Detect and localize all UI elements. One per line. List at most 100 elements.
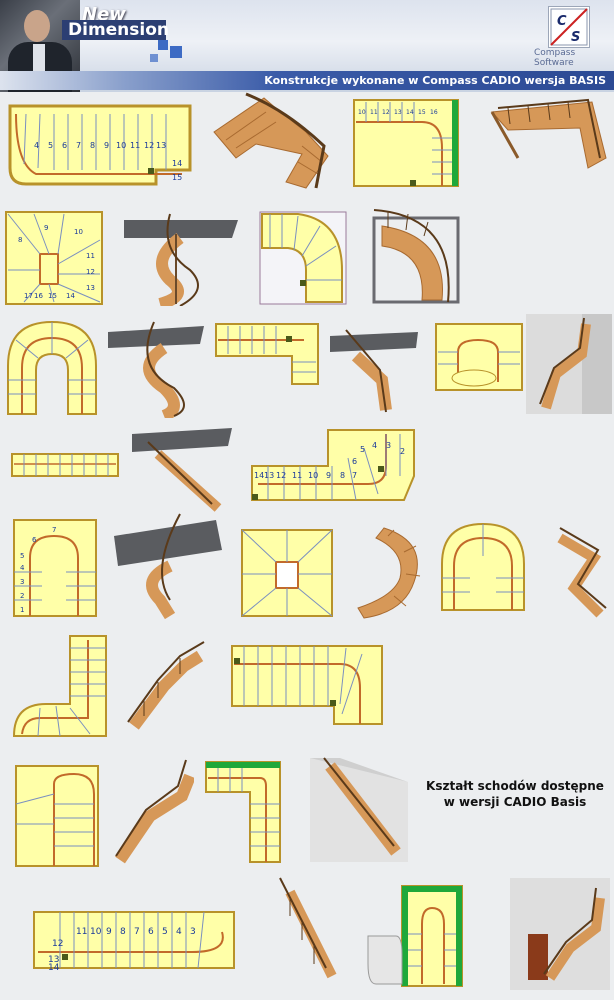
plan-quarter-winder bbox=[10, 634, 110, 738]
step-label: 14 bbox=[254, 471, 264, 480]
render-straight-rail bbox=[276, 872, 356, 988]
step-label: 5 bbox=[20, 552, 24, 560]
step-label: 15 bbox=[172, 173, 182, 182]
step-label: 10 bbox=[308, 471, 318, 480]
compass-logo: C S bbox=[548, 6, 590, 48]
step-label: 8 bbox=[90, 141, 95, 150]
plan-u-long bbox=[14, 764, 100, 868]
step-label: 13 bbox=[48, 955, 59, 965]
step-label: 2 bbox=[20, 592, 24, 600]
photo-shirt bbox=[33, 44, 45, 74]
step-label: 3 bbox=[190, 927, 196, 937]
render-room-stair bbox=[510, 878, 610, 990]
decor-square bbox=[150, 54, 158, 62]
render-winding bbox=[354, 522, 436, 622]
step-label: 13 bbox=[86, 284, 95, 292]
step-label: 8 bbox=[18, 236, 22, 244]
svg-text:C: C bbox=[557, 14, 567, 29]
plan-l-curved-landing bbox=[230, 644, 386, 728]
step-label: 4 bbox=[34, 141, 39, 150]
decor-square bbox=[170, 46, 182, 58]
step-label: 12 bbox=[276, 471, 286, 480]
step-label: 12 bbox=[86, 268, 95, 276]
plan-arch-narrow bbox=[440, 522, 526, 612]
step-label: 7 bbox=[352, 471, 357, 480]
step-label: 12 bbox=[382, 109, 390, 116]
render-arch-slab bbox=[104, 318, 210, 418]
step-label: 9 bbox=[326, 471, 331, 480]
step-label: 8 bbox=[340, 471, 345, 480]
plan-l-stair: 4 5 6 7 8 9 10 11 12 13 14 15 bbox=[6, 104, 196, 188]
step-label: 10 bbox=[358, 109, 366, 116]
company-name: Compass Software bbox=[534, 48, 576, 68]
render-quarter-winder bbox=[124, 636, 208, 732]
step-label: 16 bbox=[34, 292, 43, 300]
step-label: 6 bbox=[352, 457, 357, 466]
step-label: 6 bbox=[62, 141, 67, 150]
step-label: 17 bbox=[24, 292, 33, 300]
step-label: 14 bbox=[48, 963, 60, 972]
step-label: 11 bbox=[76, 927, 87, 937]
step-label: 15 bbox=[48, 292, 57, 300]
render-half-turn-slab bbox=[110, 510, 226, 620]
step-label: 7 bbox=[52, 526, 56, 534]
step-label: 12 bbox=[144, 141, 154, 150]
step-label: 7 bbox=[76, 141, 81, 150]
step-label: 7 bbox=[134, 927, 140, 937]
render-curved-stair bbox=[368, 206, 462, 306]
banner-title: Konstrukcje wykonane w Compass CADIO wer… bbox=[264, 74, 606, 87]
compass-logo-icon: C S bbox=[550, 8, 588, 46]
caption: Kształt schodów dostępne w wersji CADIO … bbox=[420, 778, 610, 810]
render-l-slab bbox=[326, 322, 422, 414]
step-label: 10 bbox=[116, 141, 126, 150]
step-label: 8 bbox=[120, 927, 126, 937]
step-label: 11 bbox=[370, 109, 378, 116]
step-label: 6 bbox=[148, 927, 154, 937]
plan-u-compact bbox=[434, 322, 524, 392]
brand-dimension: Dimension bbox=[62, 20, 169, 40]
step-label: 9 bbox=[44, 224, 48, 232]
step-label: 9 bbox=[106, 927, 112, 937]
plan-quarter-curve bbox=[258, 210, 348, 306]
step-label: 14 bbox=[172, 159, 182, 168]
step-label: 9 bbox=[104, 141, 109, 150]
step-label: 4 bbox=[176, 927, 182, 937]
step-label: 3 bbox=[386, 441, 391, 450]
svg-text:S: S bbox=[571, 30, 580, 45]
render-s-stair bbox=[554, 518, 610, 618]
plan-u-green-box bbox=[366, 884, 464, 988]
step-label: 15 bbox=[418, 109, 426, 116]
header: New Dimension C S Compass Software Konst… bbox=[0, 0, 614, 92]
step-label: 6 bbox=[32, 536, 37, 544]
render-straight-slab bbox=[128, 420, 236, 512]
step-label: 14 bbox=[406, 109, 414, 116]
step-label: 16 bbox=[430, 109, 438, 116]
step-label: 4 bbox=[372, 441, 377, 450]
step-label: 14 bbox=[66, 292, 75, 300]
caption-line1: Kształt schodów dostępne bbox=[426, 779, 604, 793]
plan-square-well bbox=[240, 528, 334, 618]
step-label: 5 bbox=[48, 141, 53, 150]
step-label: 12 bbox=[52, 939, 63, 949]
step-label: 4 bbox=[20, 564, 25, 572]
plan-straight bbox=[10, 452, 120, 478]
step-label: 2 bbox=[400, 447, 405, 456]
step-label: 11 bbox=[292, 471, 302, 480]
step-label: 13 bbox=[264, 471, 274, 480]
step-label: 13 bbox=[156, 141, 166, 150]
step-label: 11 bbox=[86, 252, 95, 260]
step-label: 11 bbox=[130, 141, 140, 150]
step-label: 5 bbox=[162, 927, 168, 937]
plan-l-turn bbox=[214, 322, 320, 386]
plan-arch-stair bbox=[6, 320, 98, 416]
render-u-long bbox=[110, 756, 194, 864]
decor-square bbox=[158, 40, 168, 50]
render-wall-stair bbox=[300, 752, 412, 866]
photo-face bbox=[24, 10, 50, 42]
brand-new: New bbox=[82, 4, 126, 25]
plan-l-green-wall bbox=[204, 760, 282, 864]
